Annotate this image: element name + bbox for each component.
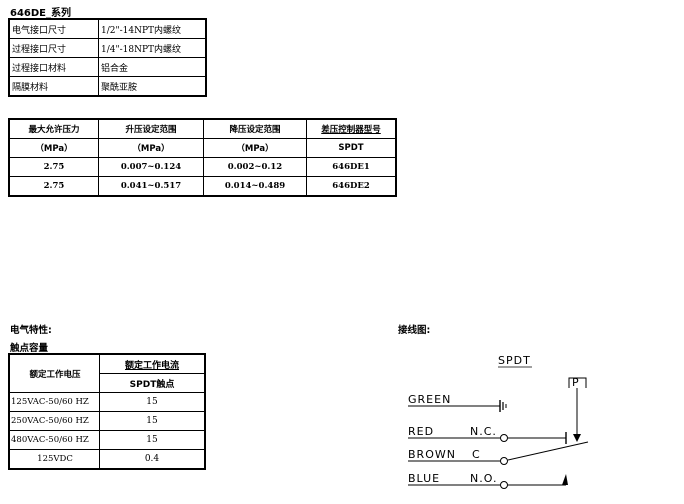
spdt-label: SPDT	[498, 354, 531, 367]
spec-key: 隔膜材料	[8, 76, 99, 97]
contact-capacity-label: 触点容量	[10, 343, 49, 354]
common-terminal	[500, 457, 508, 465]
spec-key: 电气接口尺寸	[8, 18, 99, 39]
table-row: 250VAC-50/60 HZ 15	[8, 411, 206, 431]
header-current: 额定工作电流	[99, 353, 206, 374]
header-rise-range: 升压设定范围	[98, 118, 204, 139]
spec-key: 过程接口尺寸	[8, 38, 99, 58]
header-max-pressure: 最大允许压力	[8, 118, 99, 139]
table-header-row: 最大允许压力 升压设定范围 降压设定范围 差压控制器型号	[8, 118, 397, 139]
current-cell: 0.4	[99, 449, 206, 470]
voltage-cell: 125VDC	[8, 449, 100, 470]
voltage-cell: 250VAC-50/60 HZ	[8, 411, 100, 431]
unit-cell: SPDT	[306, 138, 397, 158]
switch-arm	[507, 441, 589, 461]
p-label: P	[572, 376, 580, 389]
spec-value: 1/4"-18NPT内螺纹	[98, 38, 207, 58]
cell: 0.002~0.12	[203, 157, 307, 177]
brown-label: BROWN	[408, 448, 456, 461]
series-title: 646DE_系列	[10, 8, 72, 19]
cell: 646DE1	[306, 157, 397, 177]
cell: 2.75	[8, 157, 99, 177]
c-label: C	[472, 448, 481, 461]
table-row: 480VAC-50/60 HZ 15	[8, 430, 206, 450]
spec-table: 电气接口尺寸 1/2"-14NPT内螺纹 过程接口尺寸 1/4"-18NPT内螺…	[8, 18, 207, 97]
red-label: RED	[408, 425, 434, 438]
pressure-table: 最大允许压力 升压设定范围 降压设定范围 差压控制器型号 （MPa） （MPa）…	[8, 118, 397, 197]
cell: 0.014~0.489	[203, 176, 307, 197]
voltage-cell: 480VAC-50/60 HZ	[8, 430, 100, 450]
header-spdt-contact: SPDT触点	[99, 373, 206, 393]
header-model: 差压控制器型号	[306, 118, 397, 139]
cell: 646DE2	[306, 176, 397, 197]
cell: 0.007~0.124	[98, 157, 204, 177]
cell: 0.041~0.517	[98, 176, 204, 197]
table-row: 过程接口材料 铝合金	[8, 57, 207, 77]
unit-cell: （MPa）	[8, 138, 99, 158]
table-row: 2.75 0.007~0.124 0.002~0.12 646DE1	[8, 157, 397, 177]
table-unit-row: （MPa） （MPa） （MPa） SPDT	[8, 138, 397, 158]
header-voltage: 额定工作电压	[8, 353, 100, 393]
green-label: GREEN	[408, 393, 451, 406]
table-row: 隔膜材料 聚酰亚胺	[8, 76, 207, 97]
voltage-cell: 125VAC-50/60 HZ	[8, 392, 100, 412]
current-cell: 15	[99, 430, 206, 450]
spec-value: 铝合金	[98, 57, 207, 77]
table-row: 过程接口尺寸 1/4"-18NPT内螺纹	[8, 38, 207, 58]
table-row: 电气接口尺寸 1/2"-14NPT内螺纹	[8, 18, 207, 39]
spec-key: 过程接口材料	[8, 57, 99, 77]
p-box	[568, 377, 587, 388]
p-arrow-icon	[573, 434, 581, 442]
electrical-table: 额定工作电压 额定工作电流 SPDT触点 125VAC-50/60 HZ 15 …	[8, 353, 206, 470]
wiring-diagram: SPDT P GREEN RED N.C. BROWN C BLUE N.O.	[408, 354, 589, 489]
unit-cell: （MPa）	[203, 138, 307, 158]
spec-value: 1/2"-14NPT内螺纹	[98, 18, 207, 39]
current-cell: 15	[99, 392, 206, 412]
nc-terminal	[500, 434, 508, 442]
wiring-section-label: 接线图:	[398, 325, 431, 336]
current-cell: 15	[99, 411, 206, 431]
table-row: 125VAC-50/60 HZ 15	[8, 392, 206, 412]
no-terminal	[500, 481, 508, 489]
spec-value: 聚酰亚胺	[98, 76, 207, 97]
table-row: 125VDC 0.4	[8, 449, 206, 470]
blue-label: BLUE	[408, 472, 440, 485]
no-label: N.O.	[470, 472, 497, 485]
header-fall-range: 降压设定范围	[203, 118, 307, 139]
cell: 2.75	[8, 176, 99, 197]
nc-label: N.C.	[470, 425, 497, 438]
electrical-section-label: 电气特性:	[10, 325, 52, 336]
no-contact-marker	[562, 474, 568, 485]
table-header-row: 额定工作电压 额定工作电流	[8, 353, 206, 393]
table-row: 2.75 0.041~0.517 0.014~0.489 646DE2	[8, 176, 397, 197]
unit-cell: （MPa）	[98, 138, 204, 158]
